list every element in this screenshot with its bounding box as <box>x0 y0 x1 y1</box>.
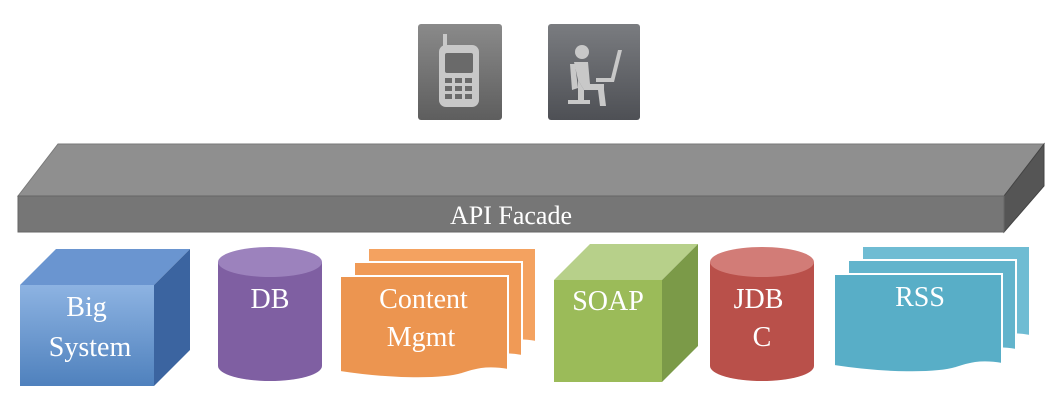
jdbc-cylinder: JDB C <box>710 247 814 381</box>
mobile-client-tile <box>418 24 502 120</box>
db-cylinder: DB <box>218 247 322 381</box>
jdbc-label: JDB C <box>734 284 791 353</box>
rss-documents: RSS <box>833 245 1031 374</box>
big-system-label: Big System <box>49 292 132 363</box>
soap-block: SOAP <box>554 244 698 382</box>
content-mgmt-label: Content Mgmt <box>379 284 475 353</box>
person-at-laptop-icon <box>568 45 622 106</box>
soap-label: SOAP <box>572 286 644 317</box>
desktop-client-tile <box>548 24 640 120</box>
api-facade-bar: API Facade <box>16 142 1046 234</box>
api-facade-label: API Facade <box>450 201 572 230</box>
big-system-block: Big System <box>20 249 190 386</box>
rss-label: RSS <box>895 282 945 313</box>
db-label: DB <box>251 284 290 315</box>
mobile-phone-icon <box>439 34 479 107</box>
content-mgmt-documents: Content Mgmt <box>339 247 537 380</box>
